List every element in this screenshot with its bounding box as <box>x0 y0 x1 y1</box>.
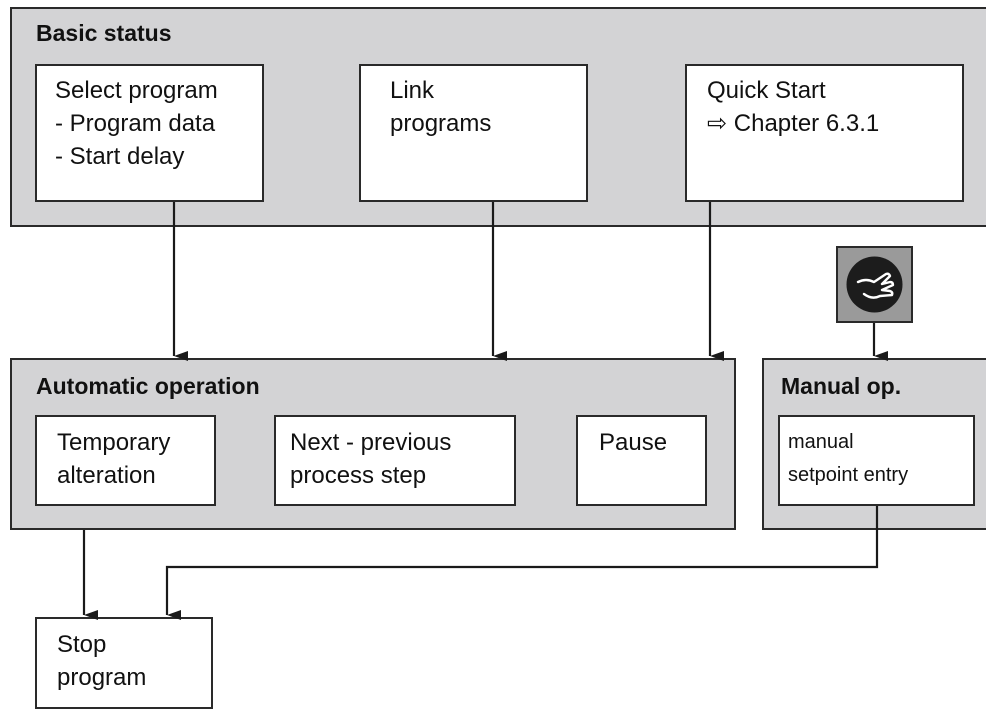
select-program-label: Select program <box>55 77 218 104</box>
select-program-box[interactable] <box>35 64 264 202</box>
quick-start-box[interactable] <box>685 64 964 202</box>
process-step-label: process step <box>290 462 427 489</box>
temporary-label: Temporary <box>57 429 171 456</box>
pause-label: Pause <box>599 429 668 456</box>
manual-mode-icon-box[interactable] <box>836 246 913 323</box>
temporary-alteration-text: Temporary alteration <box>57 426 170 492</box>
next-previous-label: Next - previous <box>290 429 452 456</box>
hand-icon <box>846 256 903 313</box>
alteration-label: alteration <box>57 462 156 489</box>
manual-label: manual <box>788 431 854 453</box>
temporary-alteration-box[interactable] <box>35 415 216 506</box>
next-previous-step-text: Next - previous process step <box>290 426 451 492</box>
arrow-manual-to-stop <box>165 506 879 620</box>
stop-program-box[interactable] <box>35 617 213 709</box>
stop-label: Stop <box>57 631 107 658</box>
quick-start-label: Quick Start <box>707 77 826 104</box>
start-delay-label: - Start delay <box>55 143 185 170</box>
programs-label: programs <box>390 110 492 137</box>
link-programs-text: Link programs <box>390 74 491 140</box>
manual-setpoint-entry-box[interactable] <box>778 415 975 506</box>
automatic-operation-title: Automatic operation <box>36 373 260 399</box>
link-label: Link <box>390 77 435 104</box>
pause-box[interactable] <box>576 415 707 506</box>
basic-status-title: Basic status <box>36 20 172 46</box>
select-program-text: Select program - Program data - Start de… <box>55 74 218 173</box>
program-data-label: - Program data <box>55 110 216 137</box>
pause-text: Pause <box>599 426 667 459</box>
next-previous-step-box[interactable] <box>274 415 516 506</box>
manual-setpoint-entry-text: manual setpoint entry <box>788 426 908 492</box>
chapter-reference-label: ⇨ Chapter 6.3.1 <box>707 110 880 137</box>
setpoint-entry-label: setpoint entry <box>788 464 909 486</box>
program-label: program <box>57 664 147 691</box>
stop-program-text: Stop program <box>57 628 146 694</box>
quick-start-text: Quick Start ⇨ Chapter 6.3.1 <box>707 74 879 140</box>
manual-operation-title: Manual op. <box>781 373 902 399</box>
link-programs-box[interactable] <box>359 64 588 202</box>
